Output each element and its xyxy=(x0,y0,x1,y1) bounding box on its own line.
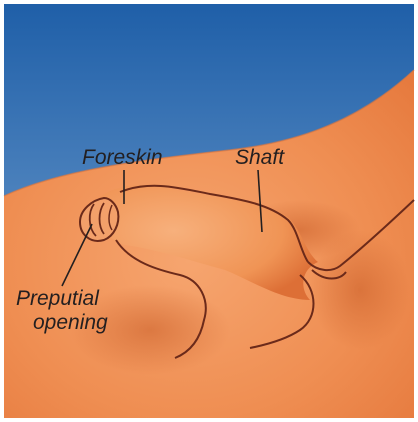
preputial-opening-label-line1: Preputial xyxy=(16,288,99,310)
shaft-label: Shaft xyxy=(235,147,284,169)
foreskin-label: Foreskin xyxy=(82,147,163,169)
preputial-opening-label-line2: opening xyxy=(33,312,108,334)
